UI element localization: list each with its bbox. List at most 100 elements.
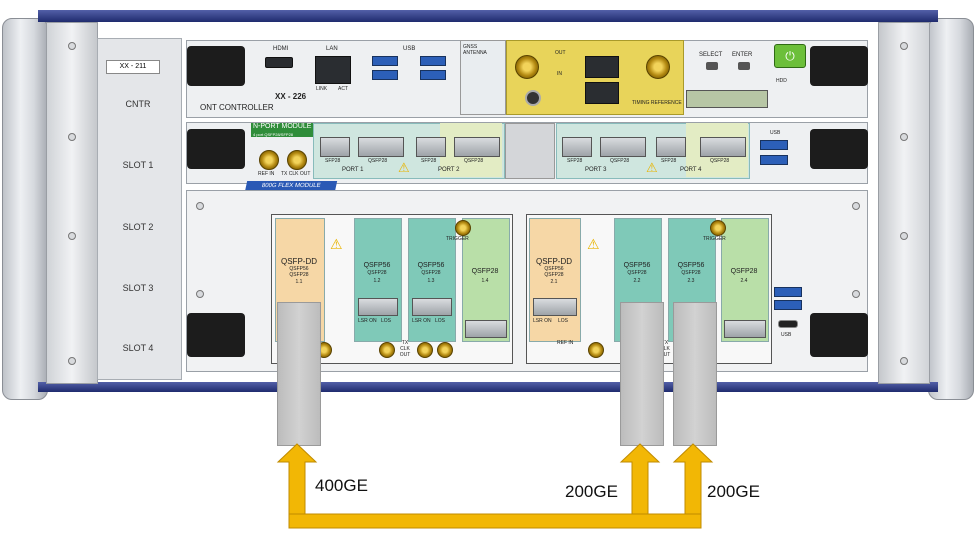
warning-icon: ⚠ [330, 236, 343, 252]
timing-rj45-top[interactable] [585, 56, 619, 78]
slot4-latch-left[interactable] [187, 313, 245, 357]
port2-qsfp28-cage[interactable] [454, 137, 500, 157]
timing-in-jack[interactable] [525, 90, 541, 106]
timing-connector[interactable] [646, 55, 670, 79]
slot1-ref-in-connector[interactable] [259, 150, 279, 170]
slot4-ref-in-label: REF IN [557, 340, 574, 346]
module-1-2-index: 1.2 [373, 278, 381, 284]
module-1-3 [408, 218, 456, 342]
module-2-2-index: 2.2 [633, 278, 641, 284]
trigger-label-1: TRIGGER [446, 236, 469, 242]
module-1-2-type: QSFP56 [363, 262, 391, 269]
slot3-usb-port-b[interactable] [774, 300, 802, 310]
gnss-label: GNSS ANTENNA [463, 44, 487, 56]
cage-1-3[interactable] [412, 298, 452, 316]
hdd-label: HDD [776, 78, 787, 84]
port4-sfp28-label: SFP28 [661, 158, 677, 164]
port3-sfp28-cage[interactable] [562, 137, 592, 157]
left-side-handle [2, 18, 48, 400]
timing-rj45-bottom[interactable] [585, 82, 619, 104]
arrow-bus [288, 513, 702, 529]
cable-200ge-b [673, 302, 717, 446]
cage-1-4[interactable] [465, 320, 507, 338]
module-1-2-lsr-on: LSR ON [358, 318, 377, 324]
port3-qsfp28-cage[interactable] [600, 137, 646, 157]
slot4-bnc-4[interactable] [437, 342, 453, 358]
gnss-block [460, 40, 506, 115]
controller-latch-right[interactable] [810, 46, 868, 86]
module-2-1-los: LOS [558, 318, 569, 324]
gnss-connector[interactable] [515, 55, 539, 79]
module-1-2-los: LOS [381, 318, 392, 324]
timing-in-label: IN [557, 71, 562, 77]
panel-screw [196, 290, 204, 298]
rail-screw [68, 232, 76, 240]
cage-2-4[interactable] [724, 320, 766, 338]
usb-port-c[interactable] [420, 56, 446, 66]
module-badge: N-PORT MODULE 4 port QSFP28/SFP28 [251, 123, 319, 137]
slot4-usb-label: USB [781, 332, 792, 338]
rail-screw [68, 133, 76, 141]
slot4-latch-right[interactable] [810, 313, 868, 357]
lan-port[interactable] [315, 56, 351, 84]
module-1-2 [354, 218, 402, 342]
slot4-bnc-5[interactable] [588, 342, 604, 358]
cage-2-1[interactable] [533, 298, 577, 316]
rail-screw [900, 42, 908, 50]
usb-c-port[interactable] [778, 320, 798, 328]
slot1-latch-right[interactable] [810, 129, 868, 169]
module-1-3-los: LOS [435, 318, 446, 324]
lan-link-label: LINK [316, 86, 328, 92]
slot4-bnc-3[interactable] [417, 342, 433, 358]
slot1-usb-port-a[interactable] [760, 140, 788, 150]
chassis-tag: XX - 211 [106, 60, 160, 74]
port2-sfp28-cage[interactable] [416, 137, 446, 157]
power-button[interactable]: ⏻ [774, 44, 806, 68]
module-1-1-index: 1.1 [295, 279, 303, 285]
module-title: N-PORT MODULE [253, 123, 312, 130]
module-1-1-type: QSFP-DD [281, 257, 317, 266]
port4-sfp28-cage[interactable] [656, 137, 686, 157]
slot1-tx-clk-connector[interactable] [287, 150, 307, 170]
module-2-4-index: 2.4 [740, 278, 748, 284]
rail-screw [900, 133, 908, 141]
port3-sfp28-label: SFP28 [567, 158, 583, 164]
usb-port-b[interactable] [372, 70, 398, 80]
module-2-1-type: QSFP-DD [536, 257, 572, 266]
port4-qsfp28-cage[interactable] [700, 137, 746, 157]
hdmi-port[interactable] [265, 57, 293, 68]
select-button[interactable] [706, 62, 718, 70]
slot4-tx-clk-label-2: TX CLK OUT [659, 340, 671, 358]
label-400ge: 400GE [315, 476, 368, 495]
slot1-latch-left[interactable] [187, 129, 245, 169]
slot4-bnc-2[interactable] [379, 342, 395, 358]
port1-sfp28-cage[interactable] [320, 137, 350, 157]
panel-screw [852, 202, 860, 210]
trigger-connector-1[interactable] [455, 220, 471, 236]
usb-port-d[interactable] [420, 70, 446, 80]
trigger-label-2: TRIGGER [703, 236, 726, 242]
port2-qsfp28-label: QSFP28 [464, 158, 484, 164]
slot1-usb-label: USB [770, 130, 781, 136]
slot1-usb-port-b[interactable] [760, 155, 788, 165]
port1-label: PORT 1 [342, 167, 364, 173]
slot3-usb-port-a[interactable] [774, 287, 802, 297]
module-1-4-index: 1.4 [481, 278, 489, 284]
cage-1-2[interactable] [358, 298, 398, 316]
timing-ref-label: TIMING REFERENCE [632, 100, 682, 106]
cable-200ge-a [620, 302, 664, 446]
module-1-3-index: 1.3 [427, 278, 435, 284]
rail-screw [68, 42, 76, 50]
enter-label: ENTER [732, 52, 753, 58]
usb-port-a[interactable] [372, 56, 398, 66]
trigger-connector-2[interactable] [710, 220, 726, 236]
port1-qsfp28-label: QSFP28 [368, 158, 388, 164]
module-1-2-sub1: QSFP28 [367, 270, 387, 276]
module-2-1-index: 2.1 [550, 279, 558, 285]
module-2-3-index: 2.3 [687, 278, 695, 284]
slot-label-cntr: CNTR [125, 99, 151, 109]
enter-button[interactable] [738, 62, 750, 70]
port1-qsfp28-cage[interactable] [358, 137, 404, 157]
port4-qsfp28-label: QSFP28 [710, 158, 730, 164]
controller-latch-left[interactable] [187, 46, 245, 86]
